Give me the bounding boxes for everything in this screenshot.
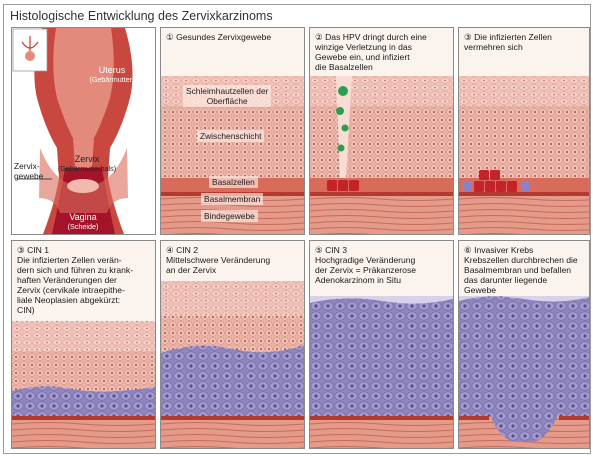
zervixgewebe-label: Zervix- gewebe xyxy=(14,161,50,181)
basalzellen-label: Basalzellen xyxy=(209,176,258,188)
panel-caption: ⑤ CIN 3 Hochgradige Veränderung der Zerv… xyxy=(315,245,416,285)
panel-cin1: ③ CIN 1 Die infizierten Zellen verän- de… xyxy=(11,240,156,449)
panel-cin2: ④ CIN 2 Mittelschwere Veränderung an der… xyxy=(160,240,305,449)
figure-title: Histologische Entwicklung des Zervixkarz… xyxy=(10,9,273,23)
schleimhautzellen-label: Schleimhautzellen der Oberfläche xyxy=(183,85,271,107)
panel-cells-multiply: ③ Die infizierten Zellen vermehren sich xyxy=(458,27,590,235)
uterus-label: Uterus(Gebärmutter) xyxy=(72,65,152,85)
panel-healthy-tissue: ① Gesundes Zervixgewebe Schleimhautzelle… xyxy=(160,27,305,235)
panel-caption: ① Gesundes Zervixgewebe xyxy=(166,32,271,42)
hpv-virus-icon xyxy=(342,125,349,132)
hpv-virus-icon xyxy=(336,107,344,115)
basalmembran-label: Basalmembran xyxy=(201,193,263,205)
panel-caption: ③ CIN 1 Die infizierten Zellen verän- de… xyxy=(17,245,133,315)
panel-caption: ④ CIN 2 Mittelschwere Veränderung an der… xyxy=(166,245,270,275)
bindegewebe-label: Bindegewebe xyxy=(201,210,258,222)
panel-hpv-infection: ② Das HPV dringt durch eine winzige Verl… xyxy=(309,27,454,235)
uterus-illustration xyxy=(12,28,155,234)
tissue-illustration xyxy=(459,28,589,234)
panel-caption: ③ Die infizierten Zellen vermehren sich xyxy=(464,32,552,52)
vagina-label: Vagina(Scheide) xyxy=(52,212,114,232)
panel-caption: ⑥ Invasiver Krebs Krebszellen durchbrech… xyxy=(464,245,578,295)
hpv-virus-icon xyxy=(338,86,348,96)
zwischenschicht-label: Zwischenschicht xyxy=(197,130,264,142)
anatomy-panel: Uterus(Gebärmutter) Zervix(Gebärmutterha… xyxy=(11,27,156,235)
panel-invasive-cancer: ⑥ Invasiver Krebs Krebszellen durchbrech… xyxy=(458,240,590,449)
panel-cin3: ⑤ CIN 3 Hochgradige Veränderung der Zerv… xyxy=(309,240,454,449)
hpv-virus-icon xyxy=(338,145,345,152)
zervix-label: Zervix(Gebärmutterhals) xyxy=(52,154,122,174)
panel-caption: ② Das HPV dringt durch eine winzige Verl… xyxy=(315,32,427,72)
